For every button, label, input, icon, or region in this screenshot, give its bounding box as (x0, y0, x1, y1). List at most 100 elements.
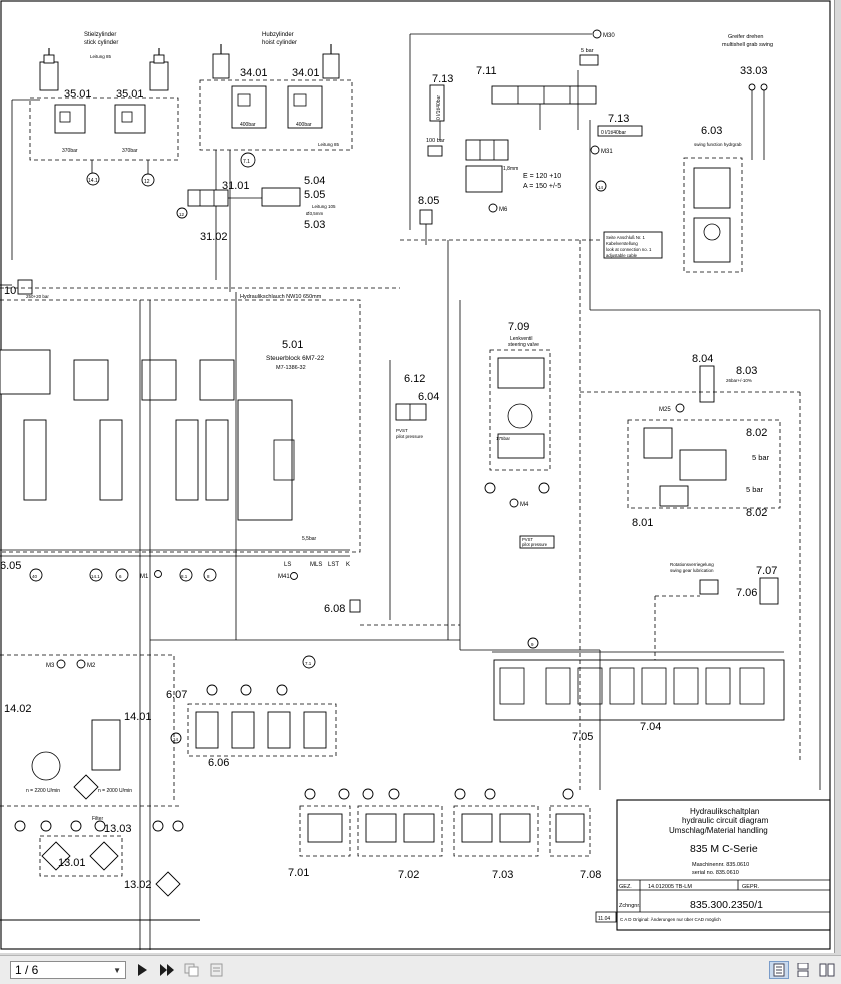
svg-text:5 bar: 5 bar (746, 485, 764, 494)
copy-icon (184, 963, 199, 977)
title-block: Hydraulikschaltplan hydraulic circuit di… (595, 799, 831, 931)
svg-text:370bar: 370bar (122, 148, 138, 154)
continuous-page-icon (797, 963, 809, 977)
svg-text:400bar: 400bar (240, 122, 256, 128)
ref-6-12: 6.12 (404, 373, 425, 385)
ref-13-01: 13.01 (58, 857, 86, 869)
test-point-m25 (675, 403, 685, 413)
ref-34-01-b: 34.01 (292, 67, 320, 79)
ref-7-08: 7.08 (580, 869, 601, 881)
ref-8-02-a: 8.02 (746, 427, 767, 439)
ref-35-01-b: 35.01 (116, 88, 144, 100)
document-viewport[interactable]: Stielzylinder stick cylinder Leitung 85 … (0, 0, 841, 955)
svg-text:LST: LST (328, 562, 339, 568)
label-m25: M25 (659, 407, 671, 413)
label-hub-de: Hubzylinder (262, 32, 294, 38)
ref-7-04: 7.04 (640, 721, 661, 733)
page-selector[interactable]: 1 / 6 ▼ (10, 961, 126, 979)
label-100bar: 100 bar (426, 138, 445, 144)
svg-text:7.1: 7.1 (305, 661, 312, 666)
valve-group-7-11: M30 5 bar 7.11 7.13 0 l/1t/40bar 7.13 0 … (409, 29, 643, 230)
tb-cad-note: C A D Original: Änderungen nur über CAD … (620, 916, 721, 922)
label-pilot-b: pilot pressure (522, 542, 548, 547)
tb-maschinennr: Maschinennr. 835.0610 (692, 862, 749, 868)
tb-gez-value: 14.012005 TB-LM (648, 884, 692, 890)
svg-text:400bar: 400bar (296, 122, 312, 128)
tb-title-de: Hydraulikschaltplan (690, 807, 759, 816)
pump-filter-group: M3 M2 14.02 14.01 n = 2200 U/min n = 200… (0, 654, 200, 921)
ref-5-04: 5.04 (304, 175, 325, 187)
ref-33-03: 33.03 (740, 65, 768, 77)
svg-text:14.1: 14.1 (91, 574, 100, 579)
label-e-value: E = 120 +10 (523, 173, 561, 180)
label-pump-rpm1: n = 2200 U/min (26, 788, 60, 794)
test-point-m6 (488, 203, 498, 213)
valve-bank-7-04: 9 7.05 7.04 (492, 637, 785, 743)
last-page-button[interactable] (158, 961, 176, 979)
stick-cylinder-left (39, 61, 59, 91)
ref-8-01: 8.01 (632, 517, 653, 529)
label-greifer-en: multishell grab swing (722, 42, 773, 48)
label-steering-valve: steering valve (508, 342, 539, 348)
label-leitung85-a: Leitung 85 (90, 54, 112, 59)
stick-cylinder-right (149, 61, 169, 91)
tb-serial: serial no. 835.0610 (692, 870, 739, 876)
label-rotation-en: swing gear lubrication (670, 568, 714, 573)
copy-page-button[interactable] (183, 961, 201, 979)
tb-zeichnr-value: 835.300.2350/1 (690, 899, 763, 911)
ref-13-03: 13.03 (104, 823, 132, 835)
viewer-toolbar: 1 / 6 ▼ (0, 955, 841, 984)
ref-31-01: 31.01 (222, 180, 250, 192)
lubrication-group: Rotationsverriegelung swing gear lubrica… (654, 562, 779, 660)
connection-note: Seite Anschluß Nr. 1 Kabelverstellung lo… (603, 231, 663, 259)
ref-7-01: 7.01 (288, 867, 309, 879)
test-point-m2 (76, 659, 86, 669)
ref-7-13-b: 7.13 (608, 113, 629, 125)
tb-model: 835 M C-Serie (690, 843, 758, 855)
export-page-button[interactable] (208, 961, 226, 979)
two-page-view-button[interactable] (817, 961, 837, 979)
label-hydraulic-hose: Hydraulikschlauch NW10 650mm (240, 294, 322, 300)
continuous-view-button[interactable] (793, 961, 813, 979)
label-pvst-a: PVST (396, 428, 408, 433)
label-m2: M2 (87, 663, 96, 669)
tb-zeichnr-label: Zchngnr. (619, 903, 641, 909)
label-m41: M41 (278, 574, 290, 580)
label-lenkventil: Lenkventil (510, 336, 533, 342)
hoist-cylinder-left (212, 53, 230, 79)
label-flow-7-13-b: 0 l/1t/40bar (601, 130, 626, 136)
ref-7-05: 7.05 (572, 731, 593, 743)
hoist-cylinder-right (322, 53, 340, 79)
label-pvst-b: PVST (522, 537, 533, 542)
single-page-view-button[interactable] (769, 961, 789, 979)
steering-valve-7-09: 7.09 Lenkventil steering valve 175bar M4… (484, 321, 555, 549)
single-page-icon (773, 963, 785, 977)
ref-8-02-b: 8.02 (746, 507, 767, 519)
hoist-cylinder-group: Hubzylinder hoist cylinder 34.01 34.01 4… (199, 32, 353, 292)
page-frame (0, 0, 831, 950)
label-grab-swing-fn: swing function hydrgrab (694, 142, 742, 147)
svg-text:175bar: 175bar (496, 436, 511, 441)
next-page-button[interactable] (133, 961, 151, 979)
ref-8-05: 8.05 (418, 195, 439, 207)
check-valve-block-5: 5.04 5.05 5.03 Leitung 105 Ø3,5mm (261, 175, 336, 231)
label-pump-rpm2: n = 2000 U/min (98, 788, 132, 794)
ref-7-07: 7.07 (756, 565, 777, 577)
svg-text:250+20 bar: 250+20 bar (26, 294, 49, 299)
svg-text:MLS: MLS (310, 562, 322, 568)
label-stiel-en: stick cylinder (84, 40, 118, 46)
label-m30: M30 (603, 33, 615, 39)
ref-8-03: 8.03 (736, 365, 757, 377)
ref-7-13-a: 7.13 (432, 73, 453, 85)
fast-forward-icon (160, 964, 174, 976)
svg-text:40: 40 (32, 574, 38, 579)
ref-14-01: 14.01 (124, 711, 152, 723)
ref-7-03: 7.03 (492, 869, 513, 881)
pump-symbol (31, 751, 61, 781)
connecting-lines (0, 120, 821, 790)
label-1-8mm: 1,8mm (503, 166, 518, 172)
ref-5-01: 5.01 (282, 339, 303, 351)
tb-title-en: hydraulic circuit diagram (682, 816, 769, 825)
label-5bar-top: 5 bar (581, 48, 594, 54)
tb-rev: 11.04 (598, 916, 610, 922)
